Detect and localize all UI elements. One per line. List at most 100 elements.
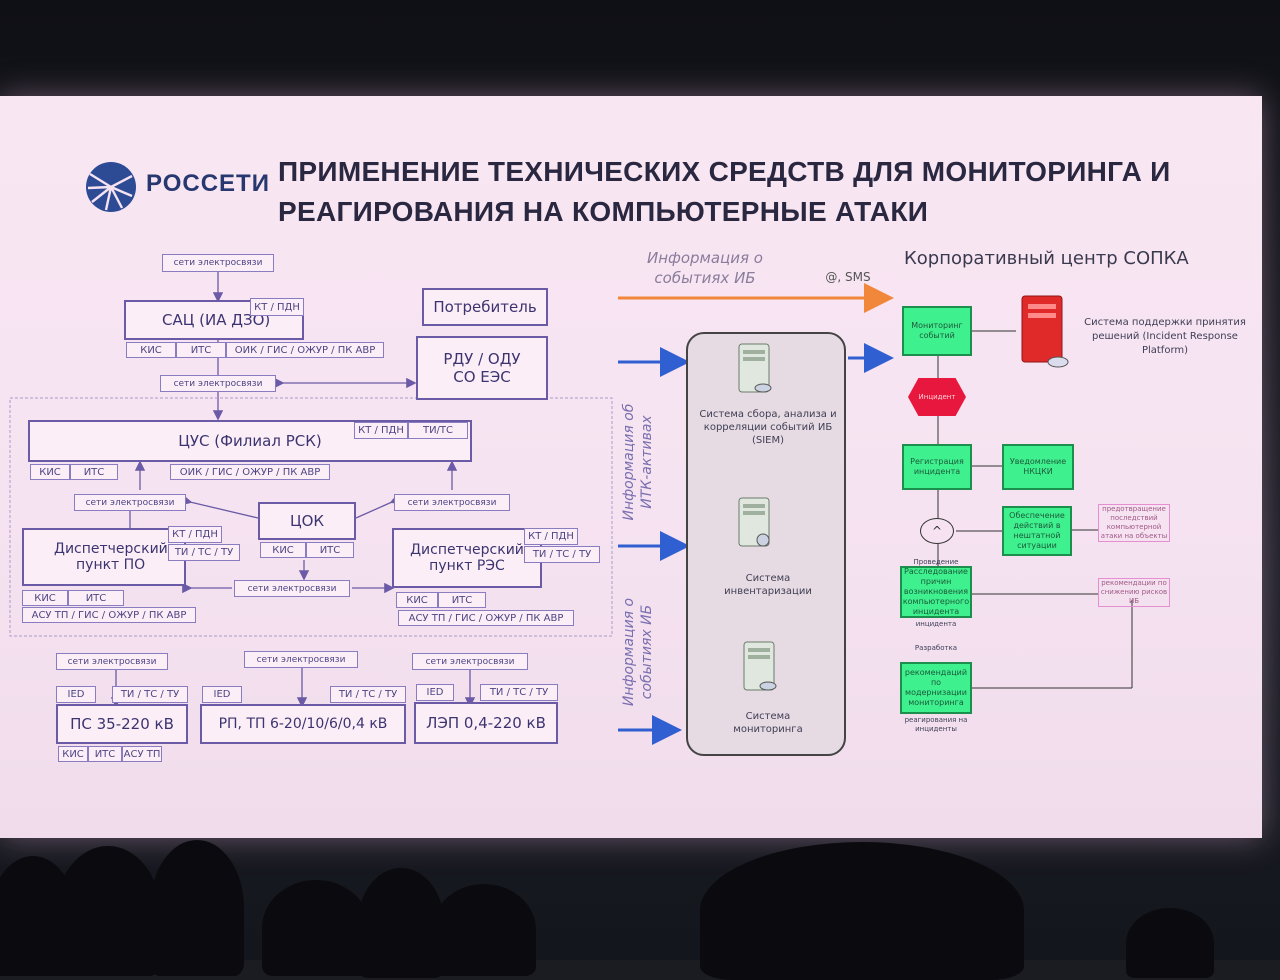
dp-po-kis: КИС [22,590,68,606]
vert-itk-line-2: ИТК-активах [639,415,655,509]
diagram-connectors [9,272,1133,745]
dp-po-its: ИТС [68,590,124,606]
siem-server-icon [738,343,772,393]
rdu-label: РДУ / ОДУ [443,350,521,368]
consequence-tag: предотвращение последствий компьютерной … [1098,504,1170,542]
cok-its: ИТС [306,542,354,558]
net-label: сети электросвязи [244,651,358,668]
vert-itk-line-1: Информация об [621,403,637,521]
audience-head [432,884,536,976]
audience-head [700,842,1024,980]
cok-box: ЦОК [258,502,356,540]
ps-asu-tp: АСУ ТП [122,746,162,762]
ps-kis: КИС [58,746,88,762]
consumer-box: Потребитель [422,288,548,326]
incident-label: Инцидент [918,393,956,401]
vert-itk-label: Информация об ИТК-активах [620,392,660,532]
rp-ied: IED [202,686,242,703]
audience-head [56,846,160,976]
investigation-box: Расследование причин возникновения компь… [900,566,972,618]
dp-res-ti-ts-tu: ТИ / ТС / ТУ [524,546,600,563]
rdu-box: РДУ / ОДУ СО ЕЭС [416,336,548,400]
registration-box: Регистрация инцидента [902,444,972,490]
siem-label: Система сбора, анализа и корреляции собы… [699,409,837,446]
dp-po-line-1: Диспетчерский [54,541,168,557]
monitoring-label: Система мониторинга [733,711,803,735]
risk-tag: рекомендации по снижению рисков ИБ [1098,578,1170,607]
slide-title-line-2: РЕАГИРОВАНИЯ НА КОМПЬЮТЕРНЫЕ АТАКИ [278,196,929,227]
investigation-top: Проведение [913,558,959,566]
dp-res-its: ИТС [438,592,486,608]
cok-kis: КИС [260,542,306,558]
info-ib-line-2: событиях ИБ [654,269,756,287]
investigation-bottom: инцидента [915,620,957,628]
cus-kis: КИС [30,464,70,480]
logo-wordmark: РОССЕТИ [146,170,270,197]
at-sms-label: @, SMS [825,270,871,284]
dp-res-line-1: Диспетчерский [410,542,524,558]
lep-ied: IED [416,684,454,701]
info-ib-label: Информация о событиях ИБ [630,248,780,288]
region-frame [9,397,613,637]
irp-label: Система поддержки принятия решений (Inci… [1084,317,1246,356]
dp-res-kt-pdn: КТ / ПДН [524,528,578,545]
dp-res-kis: КИС [396,592,438,608]
dp-po-box: Диспетчерский пункт ПО [22,528,186,586]
dp-po-ti-ts-tu: ТИ / ТС / ТУ [168,544,240,561]
vert-ib-line-2: событиях ИБ [639,604,655,700]
rosseti-logo-icon [86,162,136,212]
develop-box: рекомендаций по модернизации мониторинга [900,662,972,714]
develop-top: Разработка [914,644,958,652]
sac-kt-pdn: КТ / ПДН [250,298,304,316]
dp-res-box: Диспетчерский пункт РЭС [392,528,542,588]
net-label: сети электросвязи [394,494,510,511]
incident-hexagon: Инцидент [908,378,966,416]
net-label: сети электросвязи [74,494,186,511]
and-gate-icon: ^ [920,518,954,544]
ps-box: ПС 35-220 кВ [56,704,188,744]
audience-head [262,880,370,976]
audience-head [1126,908,1214,978]
ps-ied: IED [56,686,96,703]
sopka-center-title: Корпоративный центр СОПКА [904,248,1189,269]
vert-ib-label: Информация о событиях ИБ [620,582,660,722]
inventory-label: Система инвентаризации [724,573,812,597]
develop-bottom: реагирования на инциденты [904,716,968,733]
slide-title: ПРИМЕНЕНИЕ ТЕХНИЧЕСКИХ СРЕДСТВ ДЛЯ МОНИТ… [278,152,1178,232]
net-label: сети электросвязи [234,580,350,597]
and-gate-label: ^ [931,524,943,538]
net-label: сети электросвязи [56,653,168,670]
dp-res-line-2: пункт РЭС [429,558,505,574]
cus-its: ИТС [70,464,118,480]
dp-po-kt-pdn: КТ / ПДН [168,526,222,543]
inventory-server-icon [738,497,770,547]
cus-oik: ОИК / ГИС / ОЖУР / ПК АВР [170,464,330,480]
sac-kis: КИС [126,342,176,358]
rp-box: РП, ТП 6-20/10/6/0,4 кВ [200,704,406,744]
cus-kt-pdn: КТ / ПДН [354,422,408,439]
lep-box: ЛЭП 0,4-220 кВ [414,702,558,744]
net-label: сети электросвязи [160,375,276,392]
irp-server-icon [1021,295,1069,368]
audience-head [150,840,244,976]
consequences-box: Обеспечение действий в нештатной ситуаци… [1002,506,1072,556]
net-label: сети электросвязи [162,254,274,272]
slide-title-line-1: ПРИМЕНЕНИЕ ТЕХНИЧЕСКИХ СРЕДСТВ ДЛЯ МОНИТ… [278,156,1171,187]
info-ib-line-1: Информация о [647,249,763,267]
notify-box: Уведомление НКЦКИ [1002,444,1074,490]
rp-ti-ts-tu: ТИ / ТС / ТУ [330,686,406,703]
so-ees-label: СО ЕЭС [453,368,511,386]
cus-ti-ts: ТИ/ТС [408,422,468,439]
ps-its: ИТС [88,746,122,762]
ps-ti-ts-tu: ТИ / ТС / ТУ [112,686,188,703]
monitoring-server-icon [743,641,777,691]
vert-ib-line-1: Информация о [621,597,637,707]
dp-po-line-2: пункт ПО [76,557,146,573]
net-label: сети электросвязи [412,653,528,670]
sac-oik: ОИК / ГИС / ОЖУР / ПК АВР [226,342,384,358]
lep-ti-ts-tu: ТИ / ТС / ТУ [480,684,558,701]
sac-its: ИТС [176,342,226,358]
dp-res-asu: АСУ ТП / ГИС / ОЖУР / ПК АВР [398,610,574,626]
dp-po-asu: АСУ ТП / ГИС / ОЖУР / ПК АВР [22,607,196,623]
